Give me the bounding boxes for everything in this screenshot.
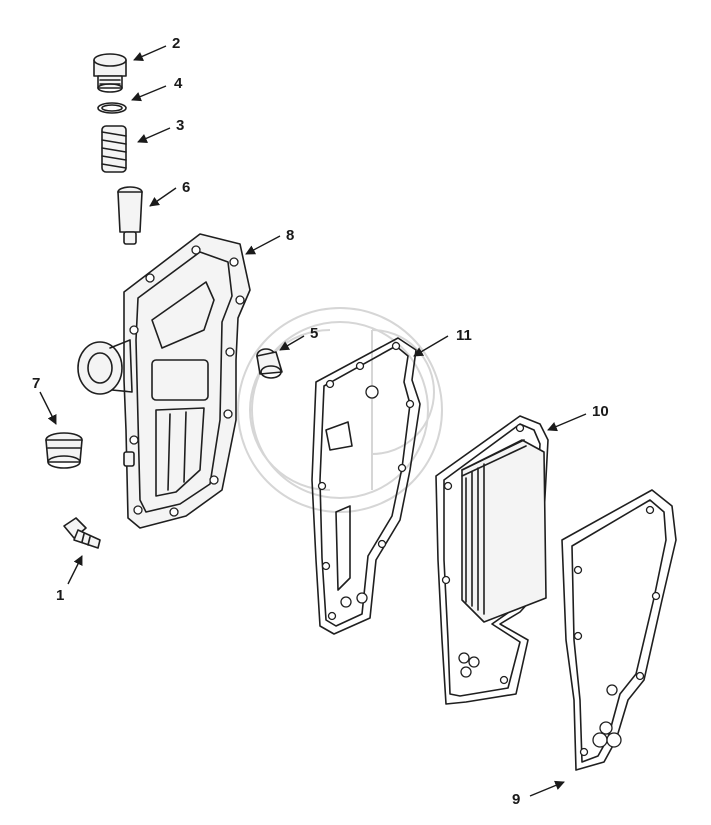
- leader-lines: [39, 45, 587, 797]
- callout-8: 8: [286, 227, 294, 244]
- o-ring-part-4: [97, 102, 127, 114]
- callout-5: 5: [310, 325, 318, 342]
- leader-2: [133, 45, 167, 61]
- leader-6: [149, 187, 177, 207]
- leader-3: [137, 127, 171, 143]
- valve-part-6: [117, 186, 143, 245]
- callout-1: 1: [56, 587, 64, 604]
- callout-9: 9: [512, 791, 520, 808]
- gasket-part-11: [311, 337, 421, 635]
- callout-3: 3: [176, 117, 184, 134]
- spring-part-3: [101, 125, 127, 173]
- leader-4: [131, 85, 167, 102]
- callout-11: 11: [456, 327, 472, 344]
- gasket-part-9: [561, 489, 677, 771]
- leader-5: [279, 335, 305, 351]
- callout-10: 10: [592, 403, 609, 420]
- leader-10: [547, 413, 587, 432]
- cooler-core-part-10: [435, 415, 549, 705]
- bolt-part-1: [63, 517, 101, 549]
- leader-1: [67, 555, 83, 585]
- plug-part-2: [93, 53, 127, 93]
- callout-labels: 1 2 4 3 6 8 5 7 11 10 9: [32, 35, 609, 808]
- callout-6: 6: [182, 179, 190, 196]
- callout-2: 2: [172, 35, 180, 52]
- leader-11: [413, 335, 449, 357]
- cooler-housing-part-8: [77, 233, 251, 529]
- leader-9: [529, 780, 565, 797]
- callout-7: 7: [32, 375, 40, 392]
- leader-7: [39, 391, 57, 425]
- fitting-part-5: [256, 348, 283, 379]
- callout-4: 4: [174, 75, 183, 92]
- leader-8: [245, 235, 281, 255]
- plug-part-7: [45, 432, 83, 469]
- watermark-logo: [237, 307, 443, 513]
